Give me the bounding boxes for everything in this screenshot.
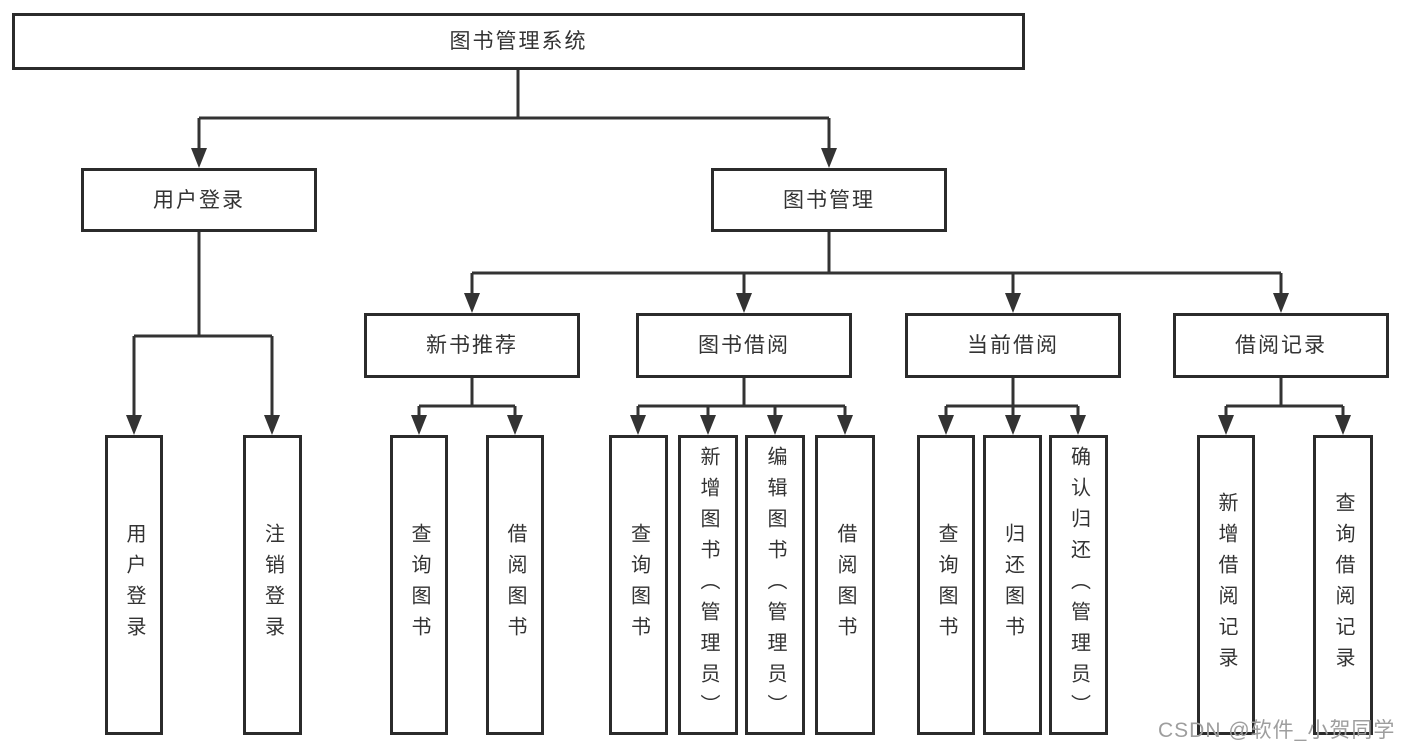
leaf-add-borrow-record: 新增借阅记录 (1197, 435, 1255, 735)
leaf-query-borrow-record: 查询借阅记录 (1313, 435, 1373, 735)
leaf-query-books-recommend: 查询图书 (390, 435, 448, 735)
node-book-management: 图书管理 (711, 168, 947, 232)
leaf-borrow-books: 借阅图书 (815, 435, 875, 735)
node-current-borrow: 当前借阅 (905, 313, 1121, 378)
connector-paths (132, 70, 1345, 419)
csdn-watermark: CSDN @软件_小贺同学 (1158, 719, 1396, 742)
leaf-confirm-return-admin: 确认归还（管理员） (1049, 435, 1108, 735)
node-user-login: 用户登录 (81, 168, 317, 232)
node-borrow-records: 借阅记录 (1173, 313, 1389, 378)
node-book-borrow: 图书借阅 (636, 313, 852, 378)
leaf-query-books-current: 查询图书 (917, 435, 975, 735)
leaf-add-book-admin: 新增图书（管理员） (678, 435, 738, 735)
leaf-query-books-borrow: 查询图书 (609, 435, 668, 735)
leaf-return-books: 归还图书 (983, 435, 1042, 735)
leaf-logout: 注销登录 (243, 435, 302, 735)
node-library-system: 图书管理系统 (12, 13, 1025, 70)
leaf-user-login: 用户登录 (105, 435, 163, 735)
node-new-book-recommend: 新书推荐 (364, 313, 580, 378)
leaf-edit-book-admin: 编辑图书（管理员） (745, 435, 805, 735)
leaf-borrow-books-recommend: 借阅图书 (486, 435, 544, 735)
